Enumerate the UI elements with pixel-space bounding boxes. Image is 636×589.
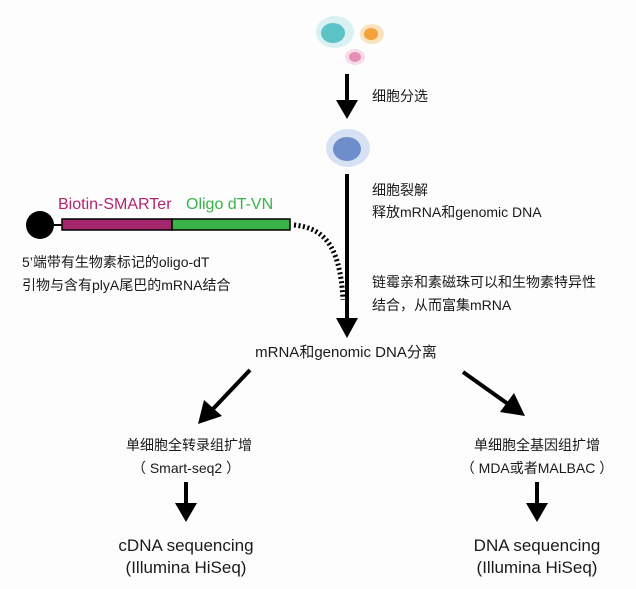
biotin-smarter-label: Biotin-SMARTer xyxy=(58,196,172,213)
arrow-left-branch xyxy=(198,368,252,424)
left-branch-result: cDNA sequencing xyxy=(118,536,254,555)
single-cell-icon xyxy=(326,129,370,167)
release-label: 释放mRNA和genomic DNA xyxy=(372,204,542,220)
arrow-down-2 xyxy=(336,174,358,338)
arrow-right-branch xyxy=(461,370,525,416)
biotin-probe xyxy=(26,211,346,301)
streptavidin-label-2: 结合，从而富集mRNA xyxy=(372,297,512,313)
biotin-bead-icon xyxy=(26,211,54,239)
left-branch-method: （ Smart-seq2 ） xyxy=(131,460,241,476)
separation-label: mRNA和genomic DNA分离 xyxy=(255,344,437,361)
probe-desc-1: 5’端带有生物素标记的oligo-dT xyxy=(22,254,210,270)
probe-desc-2: 引物与含有plyA尾巴的mRNA结合 xyxy=(22,277,231,293)
right-branch-platform: (Illumina HiSeq) xyxy=(476,558,598,577)
oligo-dt-vn-label: Oligo dT-VN xyxy=(186,196,274,213)
oligo-bar xyxy=(171,218,291,231)
right-branch-result: DNA sequencing xyxy=(473,536,601,555)
mrna-tail xyxy=(293,222,346,301)
left-branch-platform: (Illumina HiSeq) xyxy=(125,558,247,577)
left-branch-title: 单细胞全转录组扩增 xyxy=(126,437,252,453)
arrow-down-right xyxy=(526,482,548,522)
cell-lysis-label: 细胞裂解 xyxy=(372,182,428,198)
arrow-down-left xyxy=(175,482,197,522)
right-branch-method: （ MDA或者MALBAC ） xyxy=(460,460,614,476)
biotin-bar xyxy=(61,218,173,231)
cell-sorting-label: 细胞分选 xyxy=(372,88,428,104)
arrow-down-1 xyxy=(336,74,358,119)
right-branch-title: 单细胞全基因组扩增 xyxy=(474,437,600,453)
sorted-cells-icon xyxy=(316,16,384,65)
streptavidin-label-1: 链霉亲和素磁珠可以和生物素特异性 xyxy=(372,274,596,290)
